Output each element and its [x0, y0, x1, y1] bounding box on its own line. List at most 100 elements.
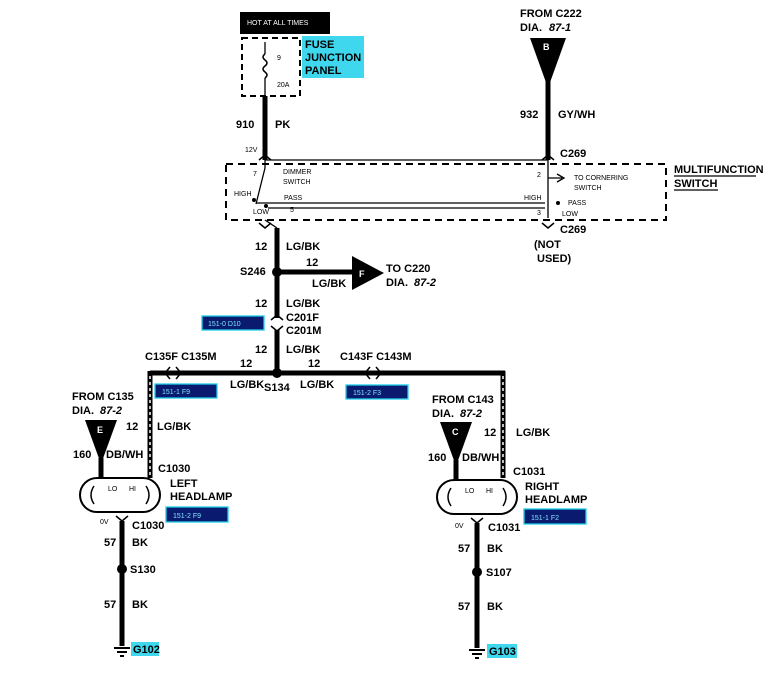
wire-932-color: GY/WH	[558, 109, 595, 121]
c143-label: C143F C143M	[340, 351, 412, 363]
connector-c-letter: C	[452, 427, 459, 437]
pin-3: 3	[537, 210, 541, 217]
multifunction-title-line2: SWITCH	[674, 178, 717, 190]
from-c135-line1: FROM C135	[72, 391, 134, 403]
tag-c201	[201, 315, 265, 331]
c910-chevron	[258, 154, 272, 161]
s246-gauge: 12	[306, 257, 318, 269]
s107-label: S107	[486, 567, 512, 579]
tag-right-conn-text: 151-2 F3	[353, 390, 381, 397]
s130-label: S130	[130, 564, 156, 576]
right-ground-circuit-a: 57	[458, 543, 470, 555]
pin-7: 7	[253, 171, 257, 178]
fuse-rating: 20A	[277, 82, 290, 89]
trunk-gauge-b: 12	[255, 298, 267, 310]
left-lo-filament	[90, 485, 95, 505]
left-ground-circuit-a: 57	[104, 537, 116, 549]
low-right-label: LOW	[562, 211, 578, 218]
s107-splice	[472, 567, 482, 577]
s246-color: LG/BK	[312, 278, 346, 290]
right-lg-gauge: 12	[484, 427, 496, 439]
from-c135-dia: DIA.	[72, 405, 94, 417]
tag-left-headlamp	[165, 506, 229, 523]
s130-splice	[117, 564, 127, 574]
connector-f-triangle	[352, 256, 384, 290]
c1031-bottom-chevron	[470, 517, 484, 524]
dimmer-switch-line1: DIMMER	[283, 169, 311, 176]
dimmer-wiper	[255, 167, 266, 205]
not-used-line2: USED)	[537, 253, 572, 265]
from-c135-ref: 87-2	[100, 405, 122, 417]
fuse-panel-label-line1: FUSE	[305, 39, 334, 51]
left-ground-circuit-b: 57	[104, 599, 116, 611]
cornering-arrow	[548, 173, 566, 183]
left-ground-icon	[114, 647, 130, 657]
left-lg-color: LG/BK	[157, 421, 191, 433]
high-right-label: HIGH	[524, 195, 542, 202]
trunk-color-c: LG/BK	[286, 344, 320, 356]
left-ground-color-b: BK	[132, 599, 148, 611]
to-c220-line1: TO C220	[386, 263, 430, 275]
fuse-symbol	[262, 53, 268, 79]
c135-connector	[164, 366, 182, 380]
tag-right-conn	[345, 384, 409, 400]
left-headlamp-name-line1: LEFT	[170, 478, 198, 490]
from-c222-ref: 87-1	[549, 22, 571, 34]
right-zero-v: 0V	[455, 523, 464, 530]
not-used-line1: (NOT	[534, 239, 561, 251]
wire-932-circuit: 932	[520, 109, 538, 121]
pass-right-contact	[556, 201, 560, 205]
to-cornering-line1: TO CORNERING	[574, 175, 628, 182]
to-cornering-line2: SWITCH	[574, 185, 602, 192]
c143-connector	[364, 366, 382, 380]
right-160-circuit: 160	[428, 452, 446, 464]
left-lo-label: LO	[108, 486, 118, 493]
left-160-circuit: 160	[73, 449, 91, 461]
pass-left-label: PASS	[284, 195, 302, 202]
s134-color-right: LG/BK	[300, 379, 334, 391]
right-lg-color: LG/BK	[516, 427, 550, 439]
trunk-link	[264, 219, 278, 229]
tag-right-headlamp-text: 151-1 F2	[531, 515, 559, 522]
right-ground-icon	[469, 649, 485, 659]
tag-left-conn-text: 151-1 F9	[162, 389, 190, 396]
c1030-bottom-chevron	[115, 515, 129, 522]
trunk-color-b: LG/BK	[286, 298, 320, 310]
trunk-gauge-a: 12	[255, 241, 267, 253]
right-ground-circuit-b: 57	[458, 601, 470, 613]
multifunction-switch-outline	[225, 163, 667, 221]
left-ground-color-a: BK	[132, 537, 148, 549]
s134-gauge-right: 12	[308, 358, 320, 370]
fuse-panel-label-box	[302, 36, 364, 78]
left-headlamp-name-line2: HEADLAMP	[170, 491, 232, 503]
from-c143-line1: FROM C143	[432, 394, 494, 406]
right-hi-filament	[502, 487, 507, 507]
left-hi-filament	[145, 485, 150, 505]
c269-bottom-label: C269	[560, 224, 586, 236]
tag-left-conn	[154, 383, 218, 399]
left-160-color: DB/WH	[106, 449, 143, 461]
dimmer-low-contact	[264, 204, 268, 208]
right-160-color: DB/WH	[462, 452, 499, 464]
g102-box	[131, 642, 159, 656]
c201m-label: C201M	[286, 325, 321, 337]
from-c222-line1: FROM C222	[520, 8, 582, 20]
pass-right-label: PASS	[568, 200, 586, 207]
trunk-color-a: LG/BK	[286, 241, 320, 253]
tag-left-headlamp-text: 151-2 F9	[173, 513, 201, 520]
wire-910-circuit: 910	[236, 119, 254, 131]
from-c143-dia: DIA.	[432, 408, 454, 420]
c1031-bottom-label: C1031	[488, 522, 520, 534]
pin-2: 2	[537, 172, 541, 179]
wire-910-voltage: 12V	[245, 147, 258, 154]
connector-e-triangle	[85, 420, 117, 464]
left-hi-label: HI	[129, 486, 136, 493]
trunk-top-chevron	[258, 222, 272, 229]
connector-f-letter: F	[359, 269, 365, 279]
right-ground-color-b: BK	[487, 601, 503, 613]
right-headlamp-name-line1: RIGHT	[525, 481, 560, 493]
right-lo-label: LO	[465, 488, 475, 495]
right-hi-label: HI	[486, 488, 493, 495]
connector-b-triangle	[530, 38, 566, 88]
